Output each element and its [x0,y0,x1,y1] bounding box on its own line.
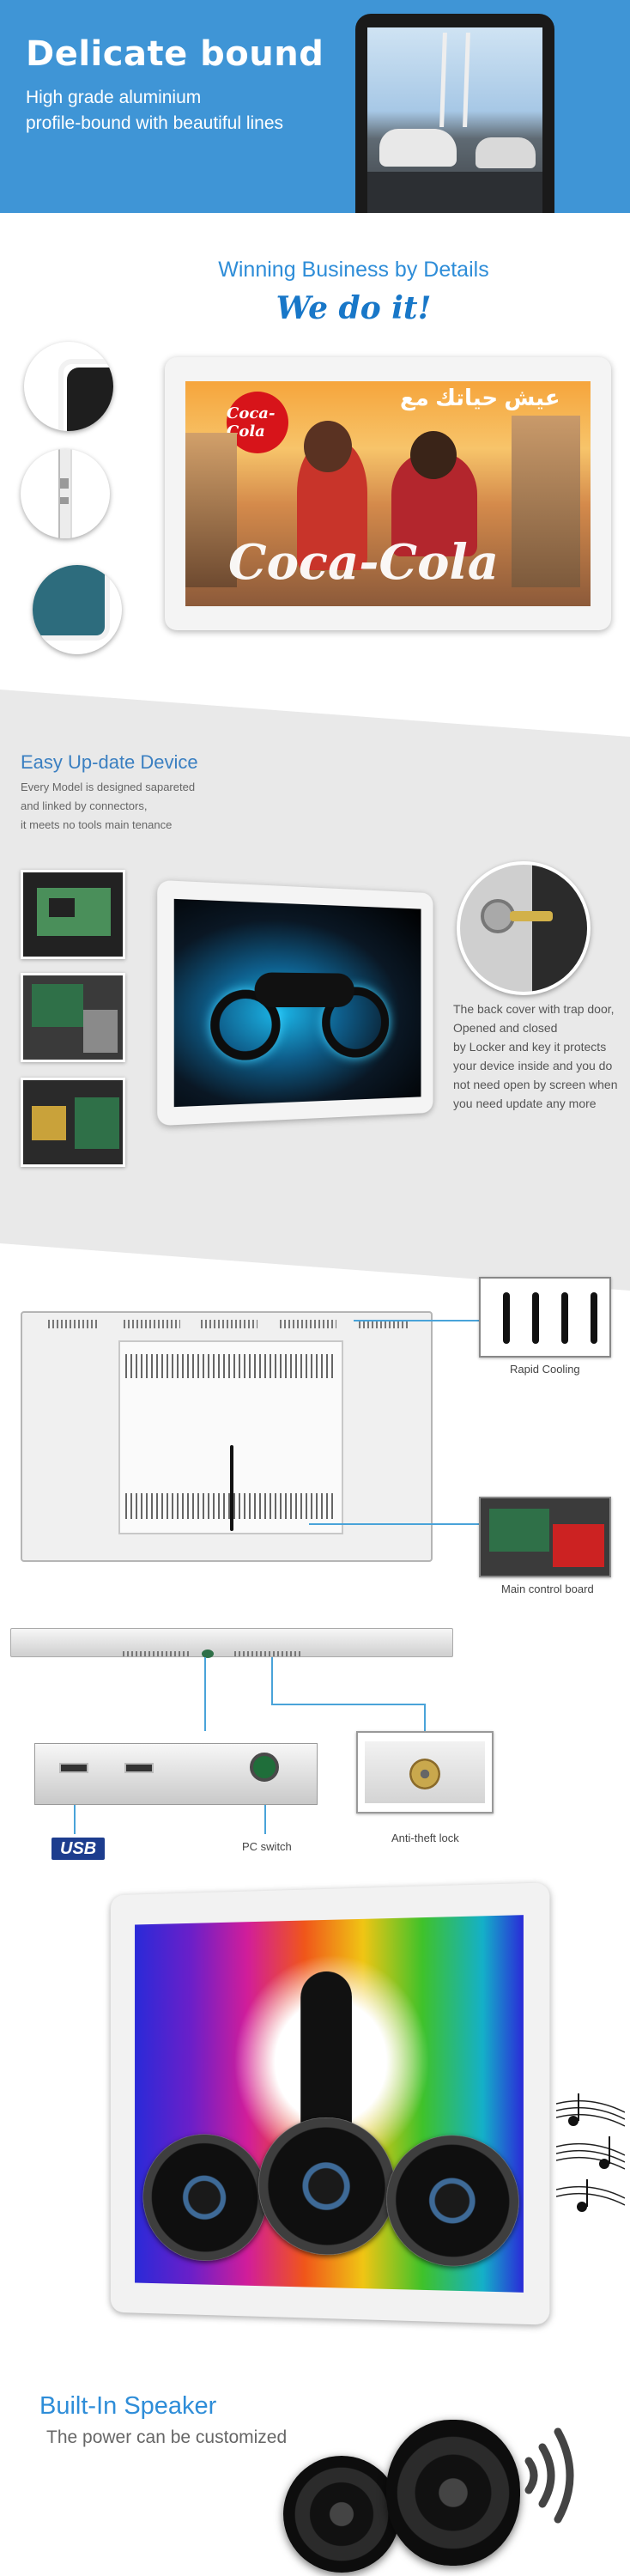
road-graphic [367,172,542,213]
lock-desc-line4: your device inside and you do [453,1059,613,1072]
details-section: Winning Business by Details We do it! عي… [0,213,630,690]
speaker-graphic [258,2117,396,2257]
speaker-icon [386,2420,520,2566]
callout-line [354,1320,481,1321]
coke-ad-screen: عيش حياتك مع Coca-Cola Coca-Cola [185,381,591,606]
board-thumbnail [21,870,125,959]
usb-port-icon [124,1763,154,1773]
callout-line [271,1704,426,1705]
car-graphic [379,129,457,167]
tablet-screen [367,27,542,213]
speaker-display-frame [110,1882,550,2325]
update-desc-line1: Every Model is designed sapareted [21,781,196,793]
speaker-icon [283,2456,400,2573]
key-lock-circle [457,861,591,995]
callout-line [74,1805,76,1834]
bridge-graphic [439,33,470,127]
bike-body-graphic [255,972,354,1007]
callout-line [309,1523,479,1525]
board-thumbnail [21,1078,125,1167]
details-heading: Winning Business by Details [218,258,489,282]
corner-detail-circle [24,342,113,431]
speaker-title: Built-In Speaker [39,2392,217,2420]
tablet-product-image [355,14,554,213]
callout-line [204,1657,206,1731]
speaker-graphic [142,2134,267,2263]
coke-display-frame: عيش حياتك مع Coca-Cola Coca-Cola [165,357,611,630]
sound-waves-icon [518,2420,587,2531]
banner-section: Delicate bound High grade aluminium prof… [0,0,630,213]
motorbike-screen [174,899,421,1107]
callout-line [264,1805,266,1834]
music-notes-icon [555,2087,626,2224]
key-icon [510,911,553,921]
back-panel-image [21,1311,433,1562]
bottom-edge-image [10,1628,453,1658]
callout-line [424,1704,426,1733]
building-graphic [185,433,237,587]
lock-desc-line3: by Locker and key it protects [453,1040,607,1054]
board-thumbnail [21,973,125,1062]
banner-title: Delicate bound [26,34,324,74]
anti-theft-label: Anti-theft lock [391,1832,459,1844]
power-switch-icon[interactable] [250,1753,279,1782]
banner-subtitle-line1: High grade aluminium [26,88,202,107]
update-section: Easy Up-date Device Every Model is desig… [0,690,630,1291]
lock-desc-line5: not need open by screen when [453,1078,618,1091]
main-board-callout [479,1497,611,1577]
pc-switch-label: PC switch [242,1840,292,1853]
ports-closeup [34,1743,318,1805]
edge-detail-circle [21,449,110,538]
back-plate [118,1340,343,1534]
anti-theft-lock-closeup [356,1731,494,1814]
usb-port-icon [59,1763,88,1773]
cable-graphic [230,1445,233,1531]
details-tagline: We do it! [276,290,432,326]
rapid-cooling-callout [479,1277,611,1358]
update-title: Easy Up-date Device [21,751,198,773]
speaker-graphic [386,2135,519,2268]
update-desc-line2: and linked by connectors, [21,799,148,812]
ad-script-logo: Coca-Cola [228,534,500,591]
rapid-cooling-label: Rapid Cooling [510,1363,580,1376]
speaker-subtitle: The power can be customized [46,2427,288,2447]
coca-cola-logo: Coca-Cola [227,392,288,453]
lock-desc-line2: Opened and closed [453,1021,558,1035]
main-board-label: Main control board [501,1583,594,1595]
motorbike-display-frame [157,880,433,1126]
woman-head [304,421,352,472]
callout-line [271,1657,273,1705]
usb-logo-icon: USB [51,1838,106,1860]
car-graphic [476,137,536,168]
screen-detail-circle [33,565,122,654]
ad-arabic-text: عيش حياتك مع [400,385,560,410]
lock-desc-line6: you need update any more [453,1097,597,1110]
lock-icon [409,1759,440,1789]
man-head [410,431,457,479]
update-desc-line3: it meets no tools main tenance [21,818,173,831]
banner-subtitle-line2: profile-bound with beautiful lines [26,113,284,133]
building-graphic [512,416,580,587]
speaker-display-screen [135,1915,524,2293]
lock-desc-line1: The back cover with trap door, [453,1002,615,1016]
